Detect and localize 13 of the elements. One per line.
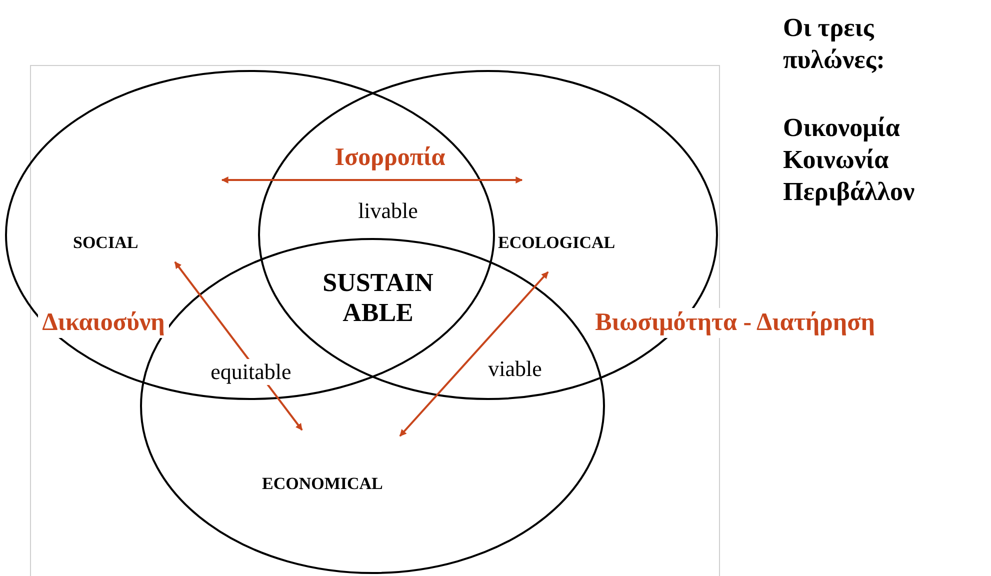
list-item: Κοινωνία — [783, 144, 890, 176]
node-label: SOCIAL — [73, 232, 138, 254]
edge-label: Δικαιοσύνη — [38, 308, 169, 338]
heading: Οι τρεις πυλώνες: — [783, 12, 886, 76]
list-item: Περιβάλλον — [783, 176, 916, 208]
center-label: SUSTAIN ABLE — [322, 268, 434, 328]
overlap-label: livable — [357, 197, 419, 225]
double-arrow — [221, 176, 523, 184]
node-label: ECOLOGICAL — [498, 232, 616, 254]
overlap-label: viable — [487, 355, 543, 383]
double-arrow — [399, 271, 549, 437]
list-item: Οικονομία — [783, 112, 901, 144]
node-label: ECONOMICAL — [262, 473, 383, 495]
